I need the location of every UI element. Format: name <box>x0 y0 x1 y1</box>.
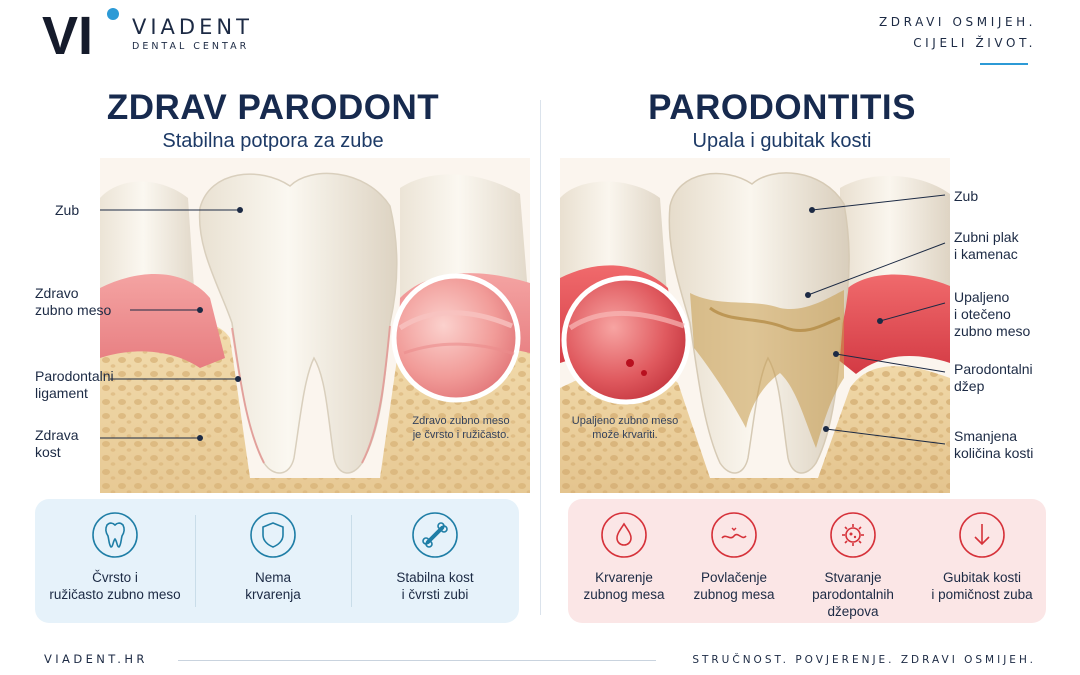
healthy-benefit-2-line-2: krvarenja <box>245 587 301 602</box>
logo-letters: VI <box>42 6 93 58</box>
disease-symptom-2: Povlačenje zubnog mesa <box>680 499 788 623</box>
disease-symptom-1-line-2: zubnog mesa <box>583 587 665 602</box>
disease-symptoms-card: Krvarenje zubnog mesa Povlačenje zubnog me… <box>568 499 1046 623</box>
healthy-benefit-1-line-2: ružičasto zubno meso <box>49 587 181 602</box>
disease-symptom-1-line-1: Krvarenje <box>595 570 653 585</box>
disease-symptom-1: Krvarenje zubnog mesa <box>568 499 680 623</box>
disease-symptom-3-line-1: Stvaranje <box>824 570 882 585</box>
healthy-heading: ZDRAV PARODONT Stabilna potpora za zube <box>53 88 493 153</box>
disease-symptom-4: Gubitak kosti i pomičnost zuba <box>918 499 1046 623</box>
disease-symptom-3-line-2: parodontalnih džepova <box>812 587 894 619</box>
brand-name: VIADENT <box>132 14 253 39</box>
card-separator <box>351 515 352 607</box>
label-tooth-disease: Zub <box>954 188 979 204</box>
label-tooth: Zub <box>55 202 80 218</box>
arrow-down-icon <box>958 511 1006 559</box>
tagline: ZDRAVI OSMIJEH. CIJELI ŽIVOT. <box>879 12 1036 54</box>
blood-drop-icon <box>600 511 648 559</box>
gum-recession-icon <box>710 511 758 559</box>
tagline-underline <box>980 63 1028 65</box>
footer-rule <box>178 660 656 661</box>
healthy-benefit-3-line-1: Stabilna kost <box>396 570 474 585</box>
healthy-benefit-3-line-2: i čvrsti zubi <box>401 587 469 602</box>
healthy-title: ZDRAV PARODONT <box>106 88 440 127</box>
tagline-line-1: ZDRAVI OSMIJEH. <box>878 15 1036 29</box>
card-separator <box>195 515 196 607</box>
healthy-benefit-2: Nema krvarenja <box>195 499 351 623</box>
disease-heading: PARODONTITIS Upala i gubitak kosti <box>562 88 1002 153</box>
tagline-line-2: CIJELI ŽIVOT. <box>913 36 1036 50</box>
healthy-subtitle: Stabilna potpora za zube <box>162 130 384 152</box>
tooth-icon <box>91 511 139 559</box>
disease-subtitle: Upala i gubitak kosti <box>692 130 872 152</box>
footer-slogan: STRUČNOST. POVJERENJE. ZDRAVI OSMIJEH. <box>692 654 1036 666</box>
healthy-benefit-1: Čvrsto i ružičasto zubno meso <box>35 499 195 623</box>
disease-symptom-2-line-2: zubnog mesa <box>693 587 775 602</box>
logo-dot-icon <box>107 8 119 20</box>
website-link[interactable]: VIADENT.HR <box>44 652 148 666</box>
disease-symptom-4-line-1: Gubitak kosti <box>942 570 1022 585</box>
healthy-benefit-1-line-1: Čvrsto i <box>92 570 138 585</box>
brand-subtitle: DENTAL CENTAR <box>132 40 250 52</box>
bacteria-icon <box>829 511 877 559</box>
center-divider <box>540 100 541 615</box>
disease-symptom-4-line-2: i pomičnost zuba <box>931 587 1033 602</box>
shield-icon <box>249 511 297 559</box>
healthy-benefit-3: Stabilna kost i čvrsti zubi <box>351 499 519 623</box>
healthy-benefit-2-line-1: Nema <box>254 570 291 585</box>
periodontitis-illustration <box>560 158 950 497</box>
disease-symptom-3: Stvaranje parodontalnih džepova <box>788 499 918 623</box>
healthy-teeth-illustration <box>90 158 530 497</box>
logo: VI VIADENT DENTAL CENTAR <box>42 6 253 58</box>
logo-mark: VI <box>42 6 124 58</box>
bone-icon <box>411 511 459 559</box>
disease-title: PARODONTITIS <box>648 88 916 127</box>
healthy-benefits-card: Čvrsto i ružičasto zubno meso Nema krvaren… <box>35 499 519 623</box>
disease-symptom-2-line-1: Povlačenje <box>700 570 768 585</box>
